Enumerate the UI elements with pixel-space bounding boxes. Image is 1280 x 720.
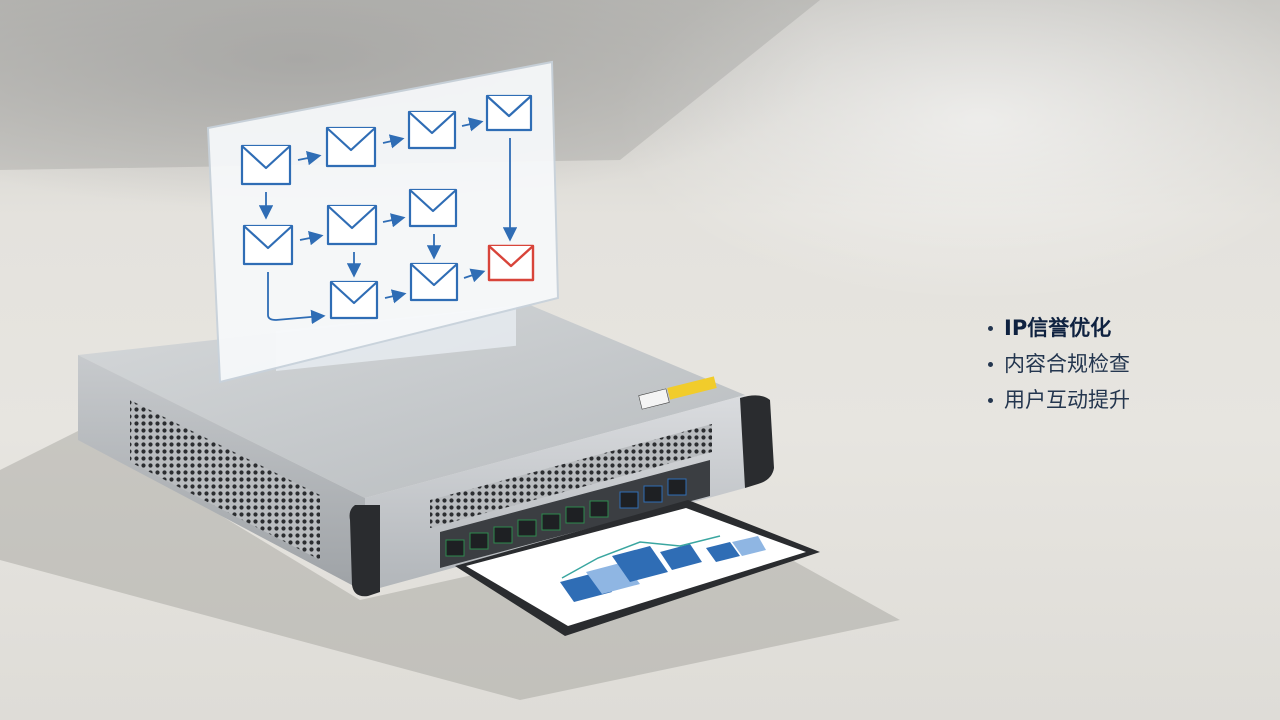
right-rack-handle	[740, 395, 774, 488]
chart-bar	[612, 546, 668, 582]
ethernet-port	[517, 519, 537, 537]
ethernet-port	[445, 539, 465, 557]
tablet-bar-chart	[560, 535, 766, 602]
mail-icon	[407, 110, 457, 150]
bullet-item-content-compliance: 内容合规检查	[986, 346, 1246, 382]
uplink-port	[643, 485, 663, 503]
ethernet-port	[493, 526, 513, 544]
ethernet-port	[565, 506, 585, 524]
mail-icon	[242, 224, 294, 266]
mail-flow-arrows	[258, 117, 518, 325]
mail-icon	[408, 188, 458, 228]
ethernet-port	[469, 532, 489, 550]
uplink-port	[667, 478, 687, 496]
mail-icon	[326, 204, 378, 246]
chart-bar	[706, 542, 740, 562]
mail-icon	[485, 94, 533, 132]
chart-trend-line	[561, 535, 721, 579]
mail-icon	[329, 280, 379, 320]
mail-icon	[240, 144, 292, 186]
foliage-shadow	[0, 0, 820, 170]
warning-sticker	[667, 376, 717, 400]
chart-bar	[660, 544, 702, 570]
bullet-item-ip-reputation: IP信誉优化	[986, 310, 1246, 346]
left-rack-handle	[349, 505, 380, 597]
appliance-shadow	[0, 430, 900, 700]
side-vent-grille	[130, 400, 320, 560]
mail-icon	[325, 126, 377, 168]
id-sticker	[638, 388, 670, 410]
ethernet-port	[541, 513, 561, 531]
feature-bullet-list: IP信誉优化 内容合规检查 用户互动提升	[986, 310, 1246, 418]
ethernet-port	[589, 500, 609, 518]
flagged-mail-icon	[487, 244, 535, 282]
chart-bar	[732, 536, 766, 556]
front-vent-grille	[430, 424, 712, 528]
uplink-port	[619, 491, 639, 509]
bullet-item-user-engagement: 用户互动提升	[986, 382, 1246, 418]
mail-icon	[409, 262, 459, 302]
